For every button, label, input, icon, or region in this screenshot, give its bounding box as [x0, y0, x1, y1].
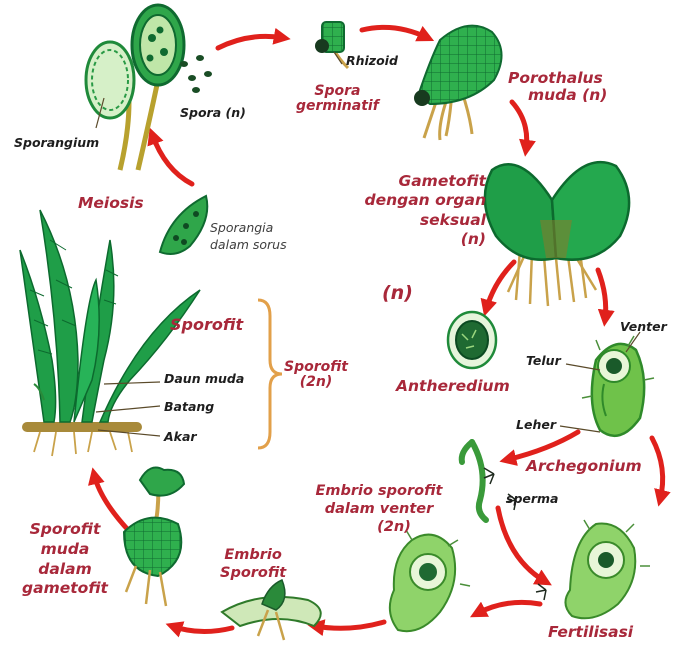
arrow-embrio-venter-to-embrio: [314, 622, 384, 628]
arrow-meiosis-to-sporangium: [152, 134, 192, 184]
label-antheredium: Antheredium: [396, 378, 510, 395]
sporangia-sorus-illustration: [160, 196, 207, 254]
arrow-embrio-to-sporofit-muda: [172, 626, 232, 632]
label-archegonium: Archegonium: [526, 458, 642, 475]
arrow-porothalus-to-gametofit: [512, 102, 527, 150]
arrow-gametofit-to-archegonium: [598, 270, 606, 320]
antheredium-illustration: [448, 312, 496, 368]
label-akar: Akar: [164, 430, 197, 444]
label-sporangium: Sporangium: [14, 136, 99, 150]
label-haploid: (n): [382, 283, 413, 304]
arrow-sperma-to-fertilisasi: [498, 508, 546, 582]
arrow-archegonium-to-leher: [506, 432, 578, 460]
sporofit-muda-illustration: [124, 468, 184, 606]
sporofit-bracket: [258, 300, 282, 448]
label-fertilisasi: Fertilisasi: [548, 624, 633, 641]
sperma-illustration: [484, 468, 546, 600]
arrow-spora-to-germinatif: [218, 36, 284, 48]
spores-illustration: [180, 55, 212, 93]
label-leher: Leher: [516, 418, 556, 432]
label-daun-muda: Daun muda: [164, 372, 244, 386]
label-sporofit: Sporofit: [170, 316, 243, 334]
embrio-sporofit-illustration: [222, 580, 321, 640]
embrio-venter-illustration: [390, 530, 470, 631]
archegonium-illustration: [582, 336, 654, 436]
label-sporofit-2n: Sporofit(2n): [284, 360, 348, 391]
sporangium-illustration: [86, 5, 184, 170]
label-batang: Batang: [164, 400, 214, 414]
arrow-archegonium-to-fertilisasi: [652, 438, 663, 500]
label-meiosis: Meiosis: [78, 195, 144, 212]
arrow-germinatif-to-porothalus: [362, 27, 428, 38]
fertilisasi-illustration: [565, 520, 650, 618]
porothalus-illustration: [414, 26, 502, 140]
label-spora: Spora (n): [180, 106, 246, 120]
spora-germinatif-illustration: [315, 22, 348, 68]
label-telur: Telur: [526, 354, 561, 368]
label-venter: Venter: [620, 320, 667, 334]
label-rhizoid: Rhizoid: [346, 54, 398, 68]
arrow-fertilisasi-to-embrio-venter: [476, 602, 540, 614]
gametofit-illustration: [485, 162, 629, 306]
label-sperma: sperma: [506, 492, 559, 506]
leher-illustration: [462, 442, 486, 520]
